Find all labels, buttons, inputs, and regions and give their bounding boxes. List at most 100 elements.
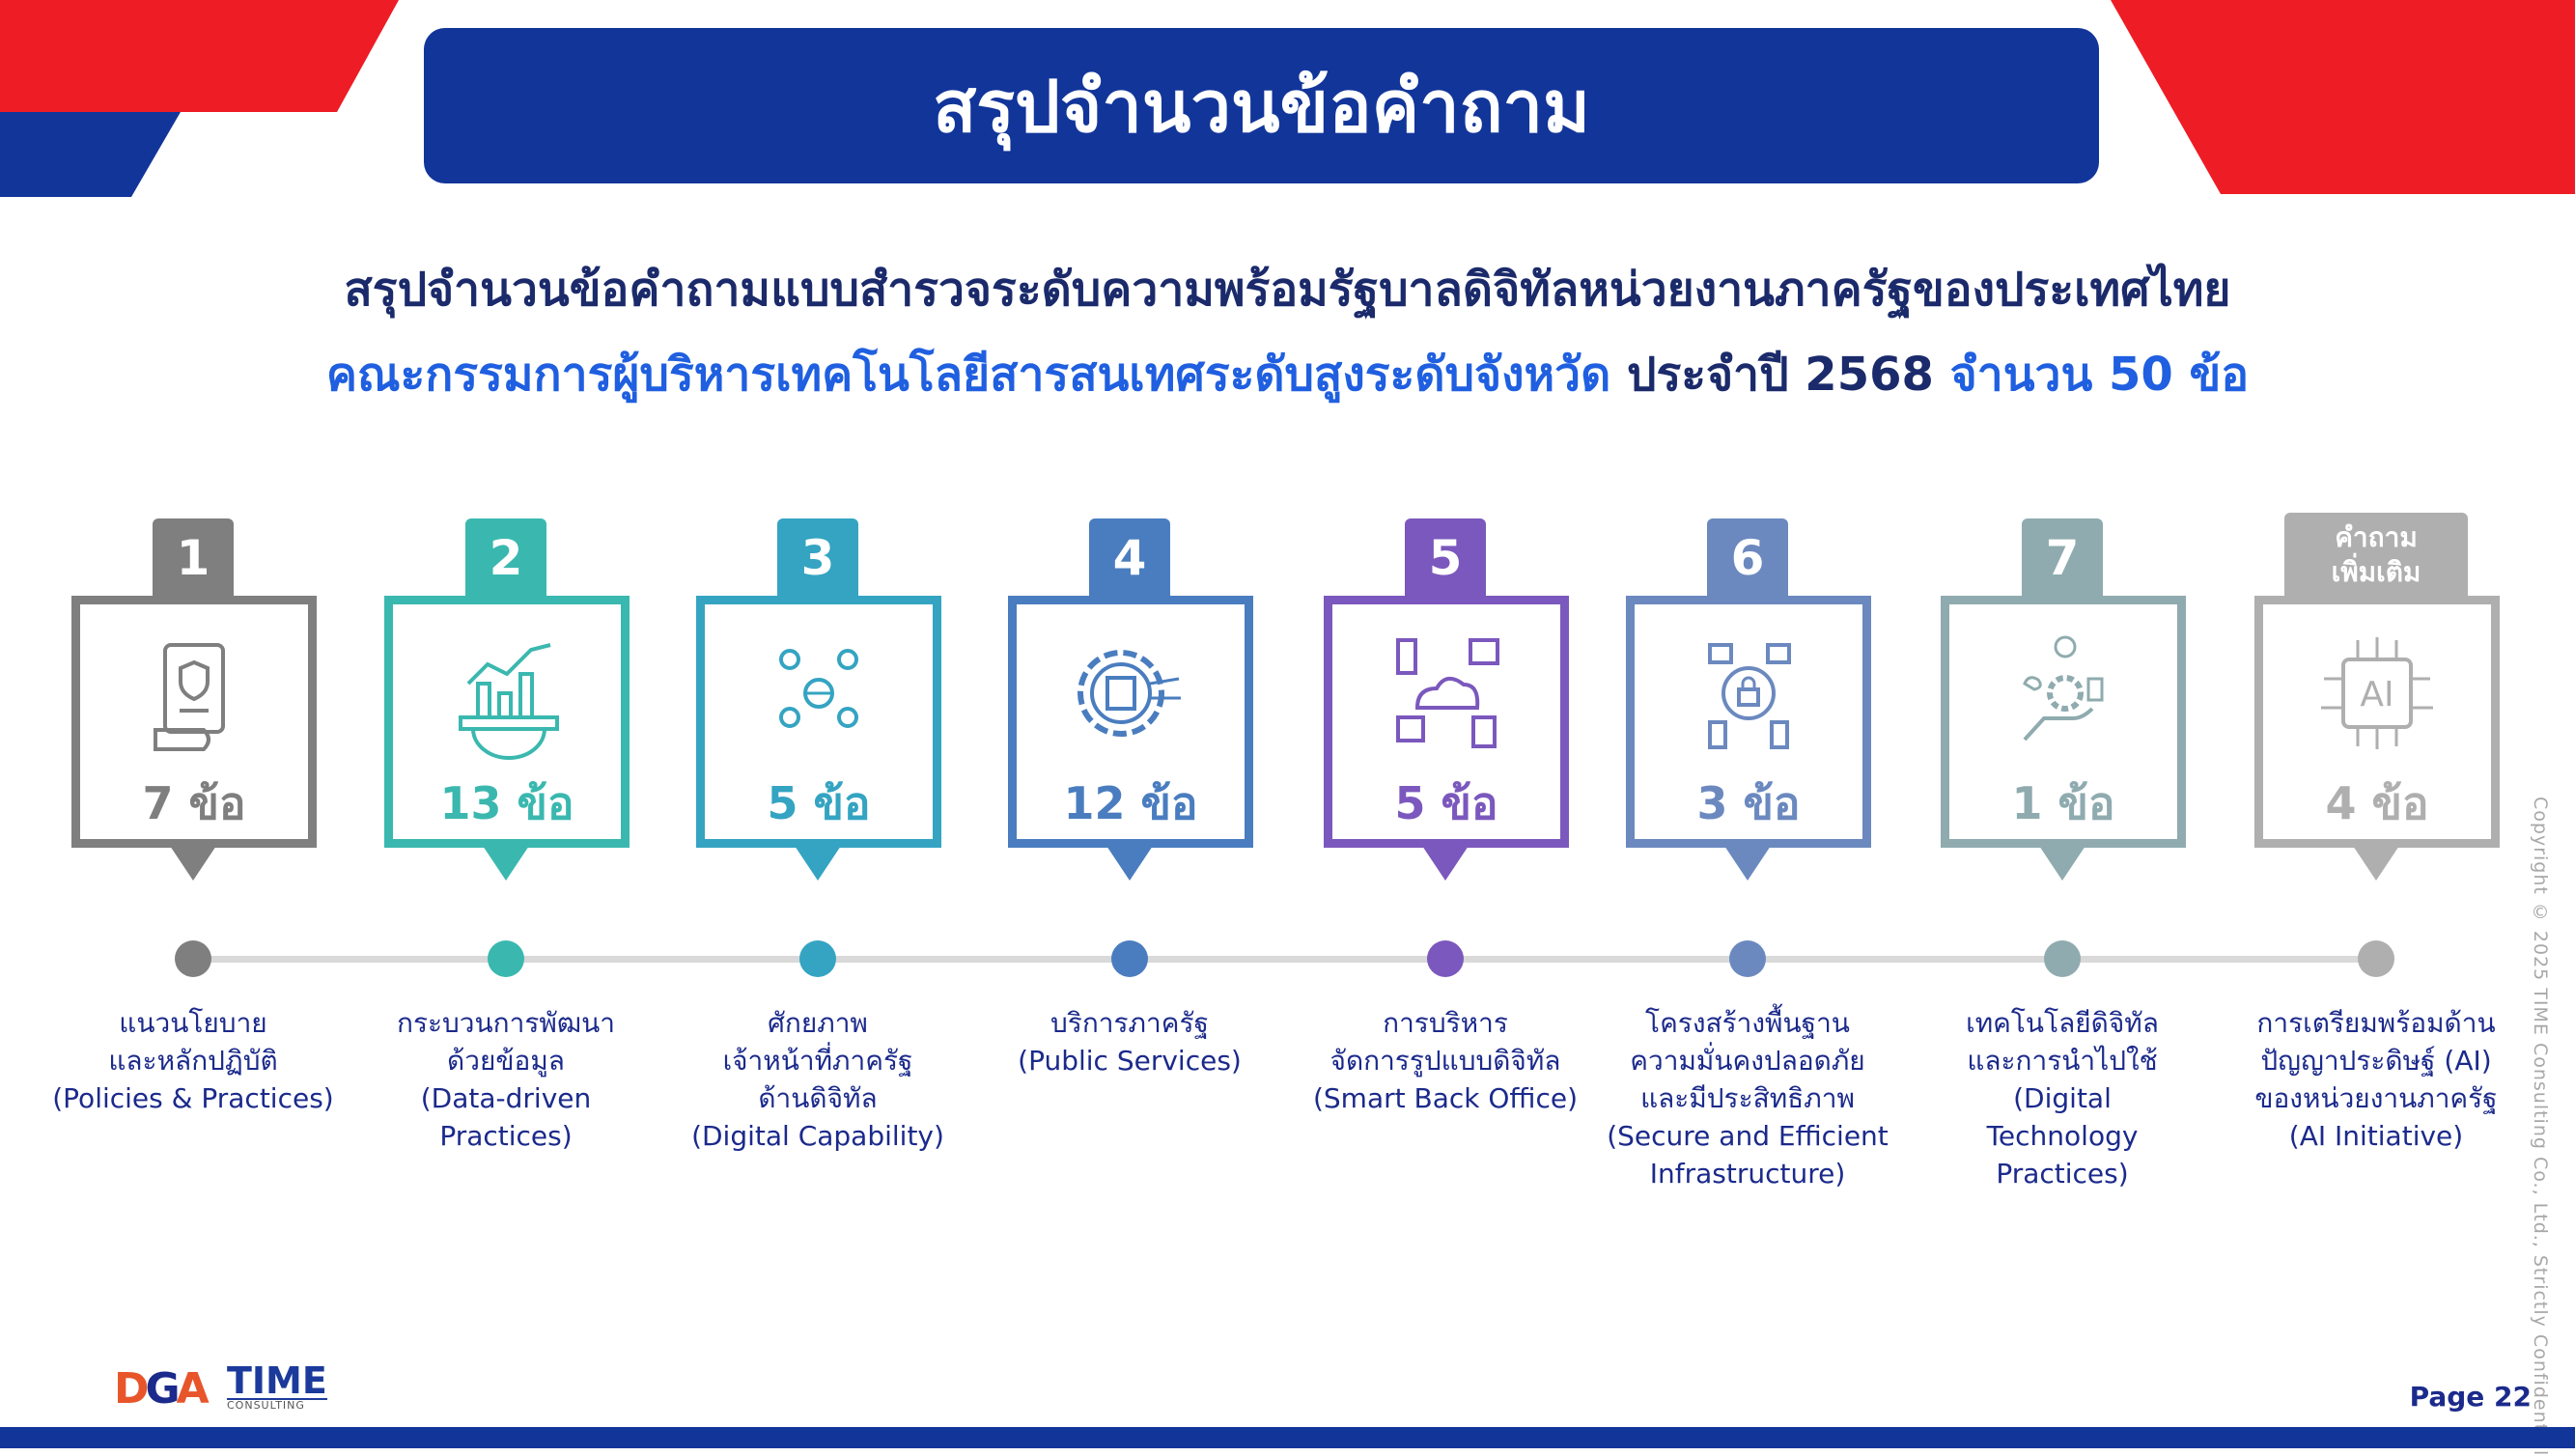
tab-number: 5 xyxy=(1428,530,1463,586)
question-count: 5 ข้อ xyxy=(1394,777,1498,829)
category-label: โครงสร้างพื้นฐานความมั่นคงปลอดภัยและมีปร… xyxy=(1603,1004,1892,1192)
label-line: Infrastructure) xyxy=(1649,1158,1846,1190)
category-label: ศักยภาพเจ้าหน้าที่ภาครัฐด้านดิจิทัล (Digi… xyxy=(673,1004,963,1155)
category-label: การเตรียมพร้อมด้านปัญญาประดิษฐ์ (AI) ของห… xyxy=(2231,1004,2521,1155)
pointer-arrow xyxy=(795,846,841,881)
timeline-dot xyxy=(799,940,836,977)
question-count: 1 ข้อ xyxy=(2011,777,2115,829)
timeline-dot xyxy=(175,940,211,977)
timeline-dot xyxy=(1111,940,1148,977)
timeline-dot xyxy=(2358,940,2394,977)
pointer-arrow xyxy=(2039,846,2085,881)
category-box: 5 ข้อ xyxy=(1324,596,1569,848)
committee-name: คณะกรรมการผู้บริหารเทคโนโลยีสารสนเทศระดั… xyxy=(325,348,1611,402)
tab-line: เพิ่มเติม xyxy=(2331,556,2421,588)
timeline-dot xyxy=(1729,940,1766,977)
label-line: (AI Initiative) xyxy=(2288,1120,2464,1152)
label-line: Practices) xyxy=(1996,1158,2129,1190)
label-line: (Digital xyxy=(2013,1082,2112,1114)
tab-number: 6 xyxy=(1730,530,1765,586)
category-box: AI 4 ข้อ xyxy=(2254,596,2500,848)
top-left-decoration xyxy=(0,0,399,197)
pointer-arrow xyxy=(1422,846,1469,881)
tab-line: คำถาม xyxy=(2335,521,2418,553)
subtitle-line-2: คณะกรรมการผู้บริหารเทคโนโลยีสารสนเทศระดั… xyxy=(0,338,2575,411)
category-tab: 5 xyxy=(1405,518,1486,598)
label-line: ด้านดิจิทัล xyxy=(758,1082,878,1114)
category-tab: 6 xyxy=(1707,518,1788,598)
label-line: กระบวนการพัฒนา xyxy=(397,1007,615,1039)
label-line: โครงสร้างพื้นฐาน xyxy=(1645,1007,1850,1039)
label-line: ของหน่วยงานภาครัฐ xyxy=(2254,1082,2498,1114)
label-line: (Digital Capability) xyxy=(691,1120,944,1152)
total-count: จำนวน 50 ข้อ xyxy=(1949,348,2250,402)
top-right-decoration xyxy=(2111,0,2575,194)
footer-band xyxy=(0,1427,2575,1448)
label-line: ศักยภาพ xyxy=(768,1007,868,1039)
gear-server-icon xyxy=(1078,650,1181,737)
tab-number: 1 xyxy=(176,530,210,586)
timeline-line xyxy=(193,956,2377,963)
category-tab: 2 xyxy=(465,518,546,598)
dga-logo: DGA xyxy=(114,1364,210,1414)
category-box: 13 ข้อ xyxy=(384,596,630,848)
category-tab: 3 xyxy=(777,518,858,598)
label-line: และหลักปฏิบัติ xyxy=(108,1045,278,1077)
label-line: บริการภาครัฐ xyxy=(1050,1007,1209,1039)
policy-scroll-icon xyxy=(154,643,225,751)
timeline-dot xyxy=(488,940,524,977)
ai-chip-icon: AI xyxy=(2321,637,2433,749)
time-logo-text: TIME xyxy=(227,1359,327,1402)
timeline-dot xyxy=(1427,940,1464,977)
page-title: สรุปจำนวนข้อคำถาม xyxy=(424,28,2099,183)
label-line: เทคโนโลยีดิจิทัล xyxy=(1966,1007,2159,1039)
pointer-arrow xyxy=(1724,846,1771,881)
label-line: ความมั่นคงปลอดภัย xyxy=(1630,1045,1865,1077)
label-line: ด้วยข้อมูล xyxy=(447,1045,565,1077)
tab-number: 7 xyxy=(2045,530,2080,586)
label-line: (Secure and Efficient xyxy=(1607,1120,1889,1152)
tab-number: 3 xyxy=(800,530,835,586)
category-tab: 1 xyxy=(153,518,234,598)
year-text: ประจำปี 2568 xyxy=(1610,348,1950,402)
copyright-notice: Copyright © 2025 TIME Consulting Co., Lt… xyxy=(2530,797,2551,1456)
category-tab: คำถามเพิ่มเติม xyxy=(2284,513,2468,598)
tab-number: 2 xyxy=(489,530,523,586)
subtitle-line-1: สรุปจำนวนข้อคำถามแบบสำรวจระดับความพร้อมร… xyxy=(344,263,2231,317)
label-line: เจ้าหน้าที่ภาครัฐ xyxy=(722,1045,913,1077)
tab-number: 4 xyxy=(1112,530,1147,586)
category-tab: 7 xyxy=(2022,518,2103,598)
question-count: 13 ข้อ xyxy=(439,777,574,829)
pointer-arrow xyxy=(2353,846,2399,881)
label-line: การบริหาร xyxy=(1383,1007,1508,1039)
people-network-icon xyxy=(779,649,858,728)
label-line: การเตรียมพร้อมด้าน xyxy=(2256,1007,2496,1039)
label-line: (Public Services) xyxy=(1018,1045,1242,1077)
label-line: จัดการรูปแบบดิจิทัล xyxy=(1329,1045,1561,1077)
category-label: กระบวนการพัฒนาด้วยข้อมูล(Data-driven Pra… xyxy=(361,1004,651,1155)
timeline-dot xyxy=(2044,940,2081,977)
category-label: บริการภาครัฐ (Public Services) xyxy=(985,1004,1274,1079)
category-box: 1 ข้อ xyxy=(1941,596,2186,848)
category-label: การบริหารจัดการรูปแบบดิจิทัล(Smart Back … xyxy=(1301,1004,1590,1117)
cloud-devices-icon xyxy=(1396,638,1499,748)
category-label: แนวนโยบายและหลักปฏิบัติ(Policies & Pract… xyxy=(48,1004,338,1117)
category-box: 3 ข้อ xyxy=(1626,596,1871,848)
category-box: 12 ข้อ xyxy=(1008,596,1253,848)
category-box: 7 ข้อ xyxy=(71,596,317,848)
label-line: Technology xyxy=(1986,1120,2139,1152)
label-line: (Policies & Practices) xyxy=(52,1082,334,1114)
pointer-arrow xyxy=(170,846,216,881)
data-chart-globe-icon xyxy=(459,643,559,760)
label-line: และมีประสิทธิภาพ xyxy=(1640,1082,1855,1114)
question-count: 12 ข้อ xyxy=(1063,777,1198,829)
svg-text:AI: AI xyxy=(2360,675,2393,714)
time-logo-subtext: CONSULTING xyxy=(227,1398,327,1412)
question-count: 4 ข้อ xyxy=(2325,777,2429,829)
question-count: 7 ข้อ xyxy=(142,777,246,829)
label-line: ปัญญาประดิษฐ์ (AI) xyxy=(2260,1045,2492,1077)
category-tab: 4 xyxy=(1089,518,1170,598)
question-count: 3 ข้อ xyxy=(1696,777,1801,829)
pointer-arrow xyxy=(483,846,529,881)
label-line: และการนำไปใช้ xyxy=(1967,1045,2158,1077)
